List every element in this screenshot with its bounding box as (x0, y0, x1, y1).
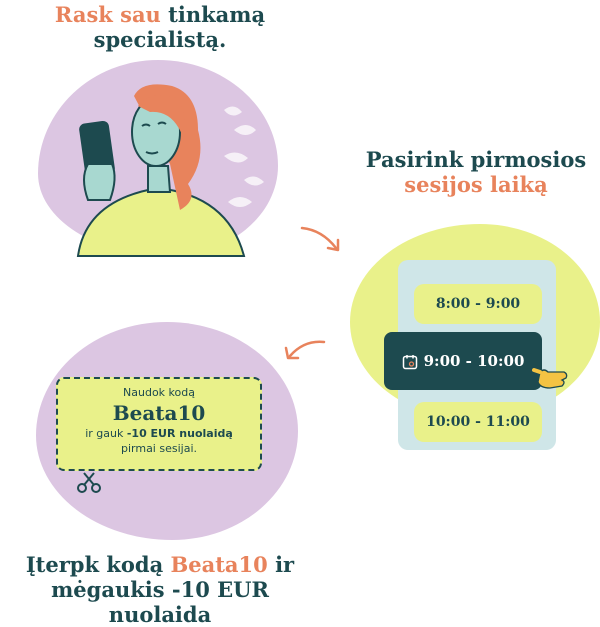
step3-heading-part1: Įterpk kodą (25, 552, 171, 577)
step1-heading-line2: specialistą. (93, 27, 227, 52)
calendar-icon (402, 355, 417, 370)
coupon-line3: ir gauk -10 EUR nuolaidą (58, 426, 260, 441)
step3-heading-line3: nuolaida (108, 602, 212, 627)
step3-heading-code: Beata10 (170, 552, 268, 577)
step1-illustration (38, 60, 278, 257)
step2-heading-line1: Pasirink pirmosios (365, 147, 587, 172)
step3-illustration: Naudok kodą Beata10 ir gauk -10 EUR nuol… (36, 322, 298, 540)
step3-heading-line2: mėgaukis -10 EUR (51, 577, 269, 602)
time-slot-selected-label: 9:00 - 10:00 (423, 352, 525, 370)
step2-heading-line2: sesijos laiką (404, 172, 548, 197)
step1-heading-rest: tinkamą (160, 2, 266, 27)
coupon-discount: -10 EUR nuolaidą (126, 427, 233, 440)
step2-illustration: 8:00 - 9:00 9:00 - 10:00 10:00 - 11:00 (350, 224, 600, 450)
step3-heading-part2: ir (267, 552, 295, 577)
time-slot-selected[interactable]: 9:00 - 10:00 (384, 332, 542, 390)
discount-coupon: Naudok kodą Beata10 ir gauk -10 EUR nuol… (56, 377, 262, 471)
time-slot-1[interactable]: 8:00 - 9:00 (414, 284, 542, 324)
scissors-icon (77, 472, 101, 493)
coupon-line1: Naudok kodą (123, 386, 195, 399)
woman-with-phone-illustration (76, 84, 264, 257)
step2-heading: Pasirink pirmosios sesijos laiką (352, 147, 600, 197)
step1-heading-accent: Rask sau (54, 2, 161, 27)
pointing-hand-icon (532, 368, 568, 389)
coupon-line3-prefix: ir gauk (85, 427, 127, 440)
step3-heading: Įterpk kodą Beata10 ir mėgaukis -10 EUR … (20, 552, 300, 627)
coupon-code: Beata10 (112, 401, 206, 425)
arrow-curved-icon (284, 340, 326, 360)
time-slot-3[interactable]: 10:00 - 11:00 (414, 402, 542, 442)
coupon-line4: pirmai sesijai. (120, 442, 197, 455)
arrow-curved-icon (300, 226, 340, 252)
step1-heading: Rask sau tinkamą specialistą. (40, 2, 280, 52)
